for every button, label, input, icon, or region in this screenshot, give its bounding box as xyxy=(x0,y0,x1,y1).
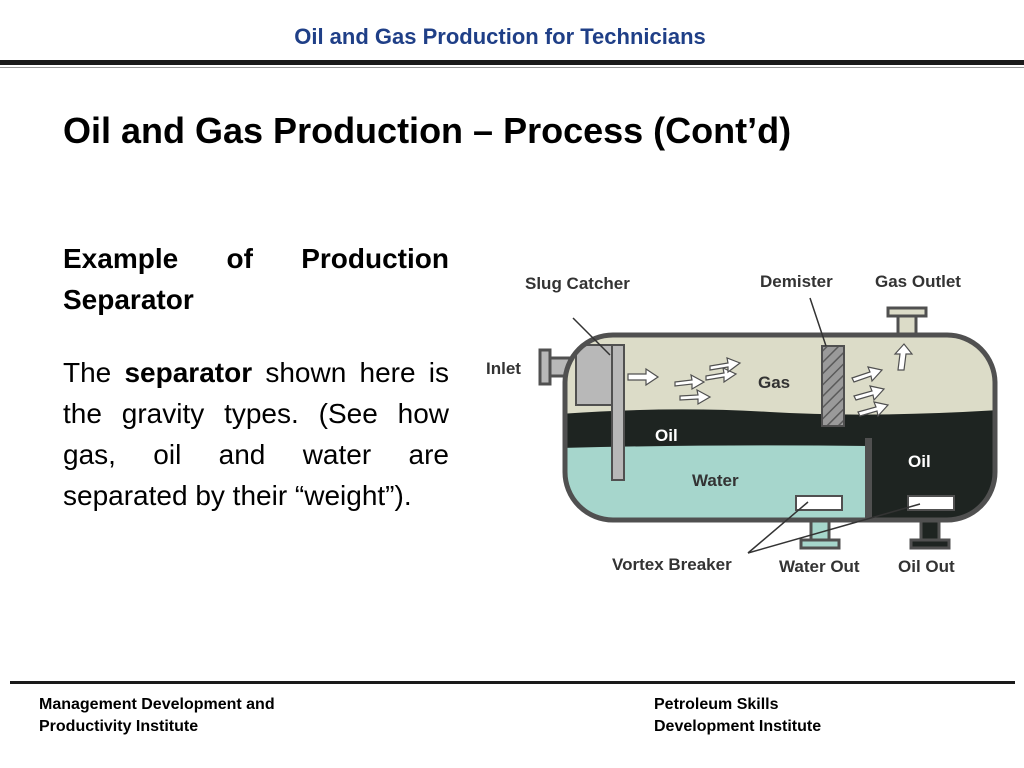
slide-title: Oil and Gas Production – Process (Cont’d… xyxy=(63,110,792,151)
label-water: Water xyxy=(692,471,739,490)
label-gas-outlet: Gas Outlet xyxy=(875,272,961,291)
body-text: Example of Production Separator The sepa… xyxy=(63,238,449,516)
footer-divider xyxy=(10,681,1015,684)
leader-lines xyxy=(572,297,921,554)
oil-out-flange xyxy=(909,538,951,550)
footer-right-line1: Petroleum Skills xyxy=(654,696,779,713)
slug-catcher-baffle xyxy=(611,344,625,481)
subheading: Example of Production Separator xyxy=(63,243,449,315)
header-divider xyxy=(0,60,1024,65)
label-demister: Demister xyxy=(760,272,833,291)
footer-right: Petroleum Skills Development Institute xyxy=(654,694,821,738)
label-gas: Gas xyxy=(758,373,790,392)
footer-left: Management Development and Productivity … xyxy=(39,694,275,738)
label-oil-left: Oil xyxy=(655,426,678,445)
gas-flow-arrows xyxy=(627,343,914,418)
para-text-bold: separator xyxy=(124,357,253,388)
label-vortex-breaker: Vortex Breaker xyxy=(612,555,732,574)
inlet-flange xyxy=(538,348,552,386)
header-divider-thin xyxy=(0,67,1024,68)
label-oil-out: Oil Out xyxy=(898,557,955,576)
footer-left-line1: Management Development and xyxy=(39,696,275,713)
water-out-flange xyxy=(799,538,841,550)
header-title: Oil and Gas Production for Technicians xyxy=(294,24,706,49)
vessel-shell xyxy=(562,332,998,523)
vortex-breaker-oil xyxy=(907,495,955,511)
label-slug-catcher: Slug Catcher xyxy=(525,274,630,293)
demister-pad xyxy=(821,345,845,427)
label-inlet: Inlet xyxy=(486,359,521,378)
footer-right-line2: Development Institute xyxy=(654,718,822,735)
vortex-breaker-water xyxy=(795,495,843,511)
para-text-post: shown here is the gravity types. (See ho… xyxy=(63,357,449,511)
footer-left-line2: Productivity Institute xyxy=(39,718,199,735)
water-layer xyxy=(565,445,868,520)
separator-diagram: Slug Catcher Demister Gas Outlet Inlet G… xyxy=(486,272,998,576)
description-paragraph: The separator shown here is the gravity … xyxy=(63,352,449,516)
weir-plate xyxy=(865,438,872,520)
label-oil-right: Oil xyxy=(908,452,931,471)
gas-outlet-flange xyxy=(886,306,928,318)
label-water-out: Water Out xyxy=(779,557,860,576)
para-text-pre: The xyxy=(63,357,125,388)
